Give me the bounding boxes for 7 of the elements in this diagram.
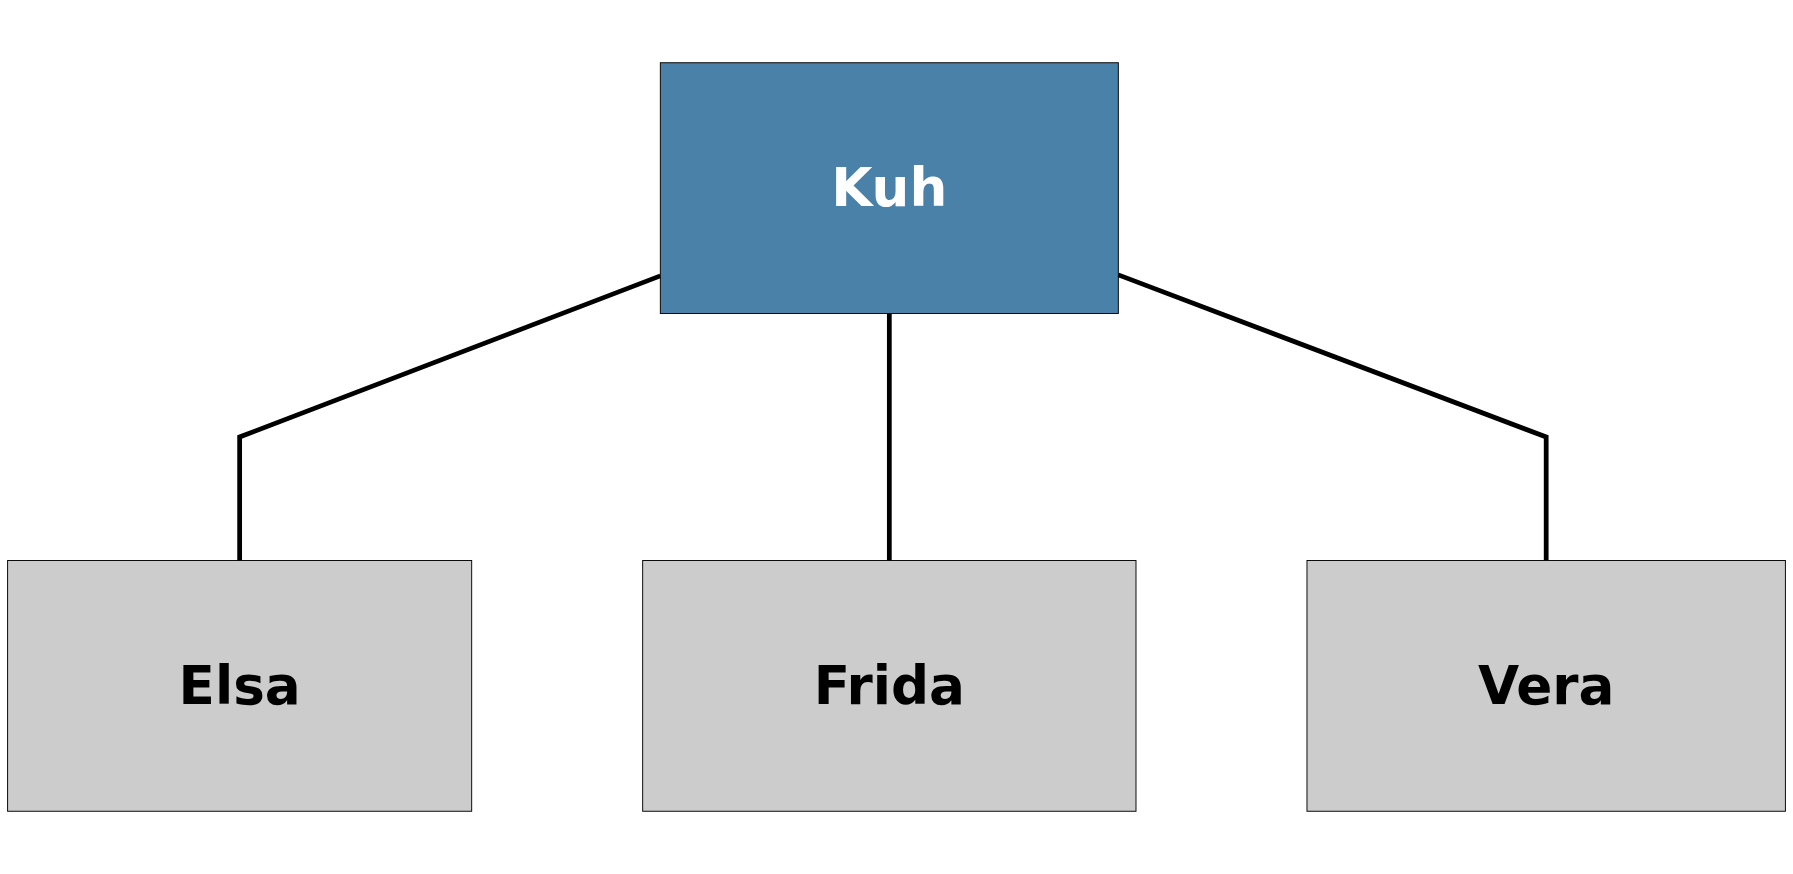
connector [237,273,662,561]
node-box: Frida [642,560,1137,812]
connector [1117,272,1549,561]
connector [886,313,892,561]
node-box: Elsa [7,560,473,812]
node-box: Vera [1306,560,1786,812]
node-box: Kuh [659,62,1119,314]
